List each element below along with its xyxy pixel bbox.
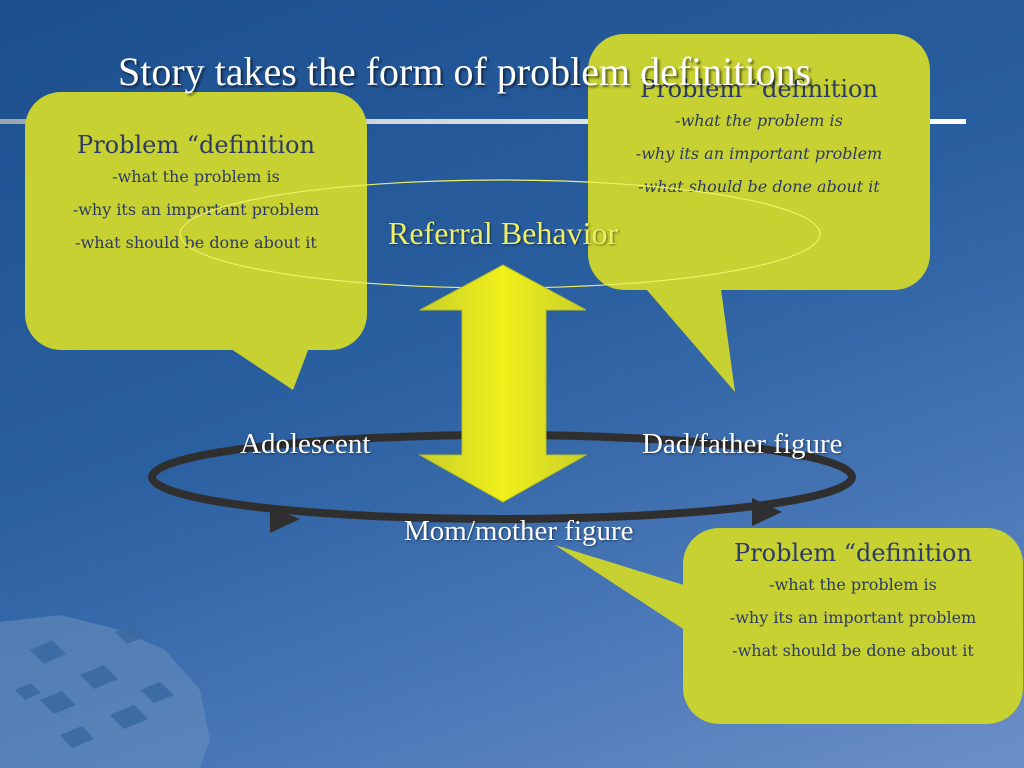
callout-right-tail [640, 282, 735, 392]
adolescent-label: Adolescent [240, 428, 371, 460]
dad-label: Dad/father figure [642, 428, 843, 460]
cycle-arrowhead-left [270, 507, 300, 533]
callout-bottom-tail [555, 545, 700, 640]
callout-left-line-1: -what the problem is [112, 167, 280, 186]
title-divider [0, 119, 966, 124]
callout-left-tail [225, 345, 310, 390]
callout-left-line-3: -what should be done about it [75, 233, 317, 252]
callout-bottom-heading: Problem “definition [734, 539, 972, 567]
callout-right-heading: Problem “definition [640, 75, 878, 103]
callout-bottom: Problem “definition -what the problem is… [683, 528, 1023, 724]
referral-double-arrow [418, 264, 588, 503]
callout-bottom-line-3: -what should be done about it [732, 641, 974, 660]
cycle-arrowhead-right [752, 498, 782, 526]
callout-left: Problem “definition -what the problem is… [25, 92, 367, 350]
slide-title: Story takes the form of problem definiti… [118, 49, 812, 94]
callout-right-line-1: -what the problem is [675, 111, 843, 130]
callout-left-line-2: -why its an important problem [72, 200, 320, 219]
callout-bottom-line-2: -why its an important problem [729, 608, 977, 627]
mom-label: Mom/mother figure [404, 515, 634, 547]
callout-bottom-line-1: -what the problem is [769, 575, 937, 594]
referral-behavior-label: Referral Behavior [388, 215, 619, 251]
callout-right: Problem “definition -what the problem is… [588, 34, 930, 290]
callout-left-heading: Problem “definition [77, 131, 315, 159]
callout-right-line-2: -why its an important problem [635, 144, 883, 163]
